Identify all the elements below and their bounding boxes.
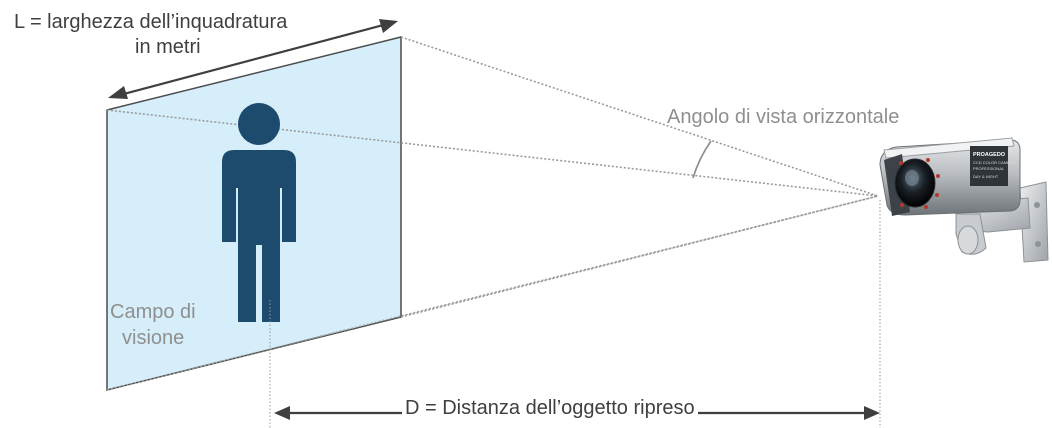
- camera-text-1: CCD COLOR CAMERA: [973, 160, 1016, 165]
- sight-lines: [106, 36, 879, 391]
- width-arrow-head-left: [108, 86, 128, 99]
- angle-arc: [692, 140, 712, 179]
- width-arrow-head-right: [379, 19, 398, 33]
- width-label-line2: in metri: [135, 36, 201, 58]
- width-arrow: [108, 19, 398, 99]
- camera-text-3: DAY & NIGHT: [973, 174, 999, 179]
- camera-text-2: PROFESSIONAL: [973, 166, 1005, 171]
- distance-arrow-head-left: [274, 406, 290, 420]
- camera-brand: PROAGEDO: [973, 152, 1006, 158]
- sight-line-top-left: [106, 109, 879, 197]
- width-label-line1: L = larghezza dell’inquadratura: [14, 11, 288, 33]
- distance-label: D = Distanza dell’oggetto ripreso: [402, 396, 698, 420]
- sight-line-bottom-left: [106, 195, 879, 391]
- field-label-line2: visione: [122, 327, 185, 349]
- angle-label: Angolo di vista orizzontale: [667, 106, 900, 128]
- field-label-line1: Campo di: [110, 301, 196, 323]
- person-icon: [222, 103, 296, 322]
- distance-arrow-head-right: [864, 406, 880, 420]
- security-camera-icon: PROAGEDO CCD COLOR CAMERA PROFESSIONAL D…: [879, 137, 1049, 263]
